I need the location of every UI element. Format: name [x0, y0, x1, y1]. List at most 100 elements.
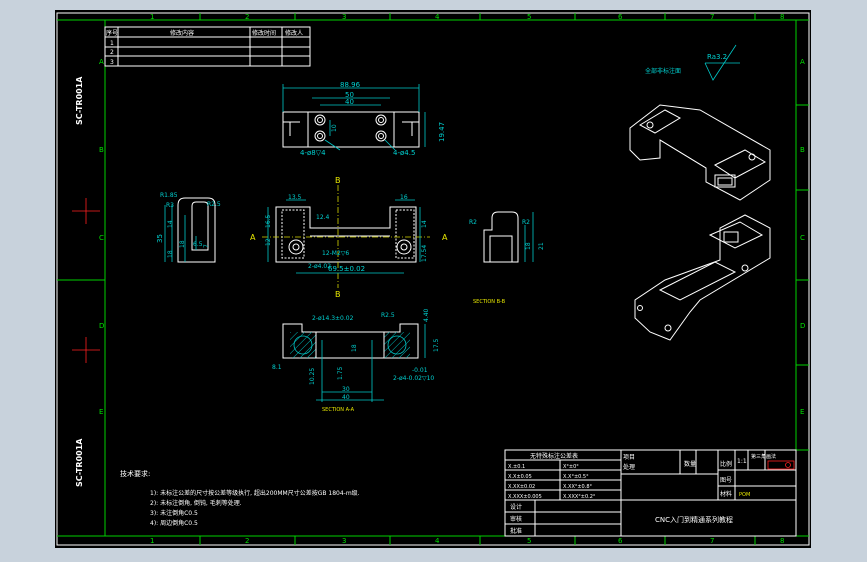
svg-text:CNC入门到精通系列教程: CNC入门到精通系列教程	[655, 515, 733, 524]
svg-text:50: 50	[345, 91, 354, 99]
drawing-code-top: SC-TR001A	[75, 76, 84, 125]
svg-text:审核: 审核	[510, 515, 522, 523]
svg-text:35: 35	[156, 234, 164, 243]
zone-numbers-bottom: 1 2 3 4 5 6 7 8	[150, 537, 784, 545]
svg-text:4-ø4.5: 4-ø4.5	[393, 149, 415, 157]
projection-symbol-icon	[767, 460, 795, 470]
svg-text:R2.5: R2.5	[381, 312, 395, 319]
right-view: R2 R2 18 21	[469, 211, 545, 263]
svg-text:6.5: 6.5	[193, 241, 203, 248]
outer-border	[56, 12, 810, 546]
svg-text:6: 6	[618, 13, 623, 21]
svg-text:19.47: 19.47	[438, 122, 446, 142]
svg-text:D: D	[800, 322, 805, 330]
centering-mark-bottom	[72, 337, 100, 363]
svg-text:2-ø4-0.02▽10: 2-ø4-0.02▽10	[393, 375, 434, 382]
svg-text:5: 5	[527, 13, 531, 21]
svg-text:4: 4	[435, 13, 440, 21]
svg-text:1: 1	[150, 13, 154, 21]
svg-text:8: 8	[780, 537, 784, 545]
svg-text:E: E	[99, 408, 103, 416]
svg-text:2: 2	[110, 49, 114, 56]
svg-text:30: 30	[342, 386, 350, 393]
zone-letters-right: A B C D E	[800, 58, 805, 416]
svg-text:4-ø8▽4: 4-ø8▽4	[300, 149, 326, 157]
svg-text:B: B	[99, 146, 104, 154]
svg-text:修改内容: 修改内容	[170, 29, 194, 37]
svg-text:18: 18	[351, 344, 358, 352]
svg-text:1): 未标注公差的尺寸按公差等级执行, 超出200MM尺寸: 1): 未标注公差的尺寸按公差等级执行, 超出200MM尺寸公差按GB 1804…	[150, 489, 360, 497]
zone-numbers-top: 1 2 3 4 5 6 7 8	[150, 13, 784, 21]
svg-text:7: 7	[710, 13, 714, 21]
left-view: R1.85 R2.5 R3 35 14 18 18 6.5 7	[156, 192, 221, 263]
svg-text:-0.01: -0.01	[412, 367, 428, 374]
svg-text:3: 3	[342, 537, 346, 545]
svg-text:A: A	[442, 233, 448, 242]
svg-text:3: 3	[342, 13, 346, 21]
paper-background	[55, 10, 811, 548]
svg-text:12.4: 12.4	[316, 214, 330, 221]
svg-text:B: B	[335, 176, 341, 185]
svg-text:C: C	[99, 234, 104, 242]
svg-text:POM: POM	[739, 492, 750, 498]
svg-text:2-ø4.02: 2-ø4.02	[308, 263, 331, 270]
drawing-code-bottom: SC-TR001A	[75, 438, 84, 487]
svg-text:R2.5: R2.5	[207, 201, 221, 208]
tolerance-table: 无特殊标注公差表 X.±0.1 X°±0° X.X±0.05 X.X°±0.5°…	[504, 449, 622, 537]
svg-text:技术要求:: 技术要求:	[120, 469, 150, 478]
svg-text:14: 14	[167, 220, 174, 228]
svg-text:X.XX±0.02: X.XX±0.02	[508, 484, 535, 490]
svg-text:3: 3	[110, 59, 114, 66]
svg-text:全部非标注面: 全部非标注面	[645, 67, 681, 75]
iso-view-top	[629, 104, 771, 201]
svg-text:Ra3.2: Ra3.2	[707, 53, 727, 61]
svg-text:第三角画法: 第三角画法	[751, 453, 776, 460]
svg-text:修改时间: 修改时间	[252, 29, 276, 37]
svg-text:X°±0°: X°±0°	[563, 464, 579, 470]
svg-text:批准: 批准	[510, 527, 522, 535]
svg-text:1: 1	[110, 40, 114, 47]
zone-letters-left: A B C D E	[99, 58, 104, 416]
svg-text:17.54: 17.54	[421, 245, 428, 262]
svg-text:21: 21	[538, 242, 545, 250]
svg-text:数量: 数量	[684, 460, 696, 468]
svg-text:D: D	[99, 322, 104, 330]
top-view: 88.96 50 40 10 19.47 4-ø8▽4 4-ø4.5	[282, 81, 446, 157]
svg-text:8.1: 8.1	[272, 364, 282, 371]
svg-text:C: C	[800, 234, 805, 242]
svg-text:R3: R3	[166, 202, 174, 209]
svg-text:10.25: 10.25	[309, 368, 316, 385]
svg-text:设计: 设计	[510, 503, 522, 511]
svg-text:18: 18	[167, 250, 174, 258]
revision-table: 序号 修改内容 修改时间 修改人 1 2 3	[104, 26, 311, 67]
svg-text:40: 40	[345, 98, 354, 106]
svg-text:12-M2▽6: 12-M2▽6	[322, 250, 349, 257]
svg-text:A: A	[250, 233, 256, 242]
svg-text:B: B	[800, 146, 805, 154]
svg-text:X.XXX±0.005: X.XXX±0.005	[508, 494, 542, 500]
svg-text:比例: 比例	[720, 460, 732, 468]
centering-mark-top	[72, 198, 100, 224]
svg-text:7: 7	[203, 244, 210, 248]
svg-text:88.96: 88.96	[340, 81, 361, 89]
tech-requirements: 技术要求: 1): 未标注公差的尺寸按公差等级执行, 超出200MM尺寸公差按G…	[120, 469, 360, 527]
svg-text:18: 18	[179, 240, 186, 248]
svg-text:18: 18	[525, 242, 532, 250]
svg-text:4: 4	[435, 537, 440, 545]
svg-text:X.X±0.05: X.X±0.05	[508, 474, 532, 480]
svg-text:图号: 图号	[720, 477, 732, 484]
title-block: 项目 处理 数量 比例 1:1 第三角画法 图号 材料 POM CNC入门到精通…	[620, 449, 797, 537]
svg-text:12: 12	[265, 238, 272, 246]
svg-text:2-ø14.3±0.02: 2-ø14.3±0.02	[312, 315, 354, 322]
svg-text:40: 40	[342, 394, 350, 401]
section-bb-label: SECTION B-B	[473, 299, 506, 305]
svg-text:R1.85: R1.85	[160, 192, 178, 199]
svg-text:1:1: 1:1	[737, 458, 747, 465]
svg-text:X.X°±0.5°: X.X°±0.5°	[563, 474, 589, 480]
svg-text:修改人: 修改人	[285, 29, 303, 37]
iso-view-bottom	[634, 214, 771, 341]
svg-text:序号: 序号	[106, 29, 118, 37]
svg-text:SECTION A-A: SECTION A-A	[322, 407, 355, 413]
svg-text:处理: 处理	[623, 463, 635, 471]
svg-text:4.40: 4.40	[423, 308, 430, 322]
